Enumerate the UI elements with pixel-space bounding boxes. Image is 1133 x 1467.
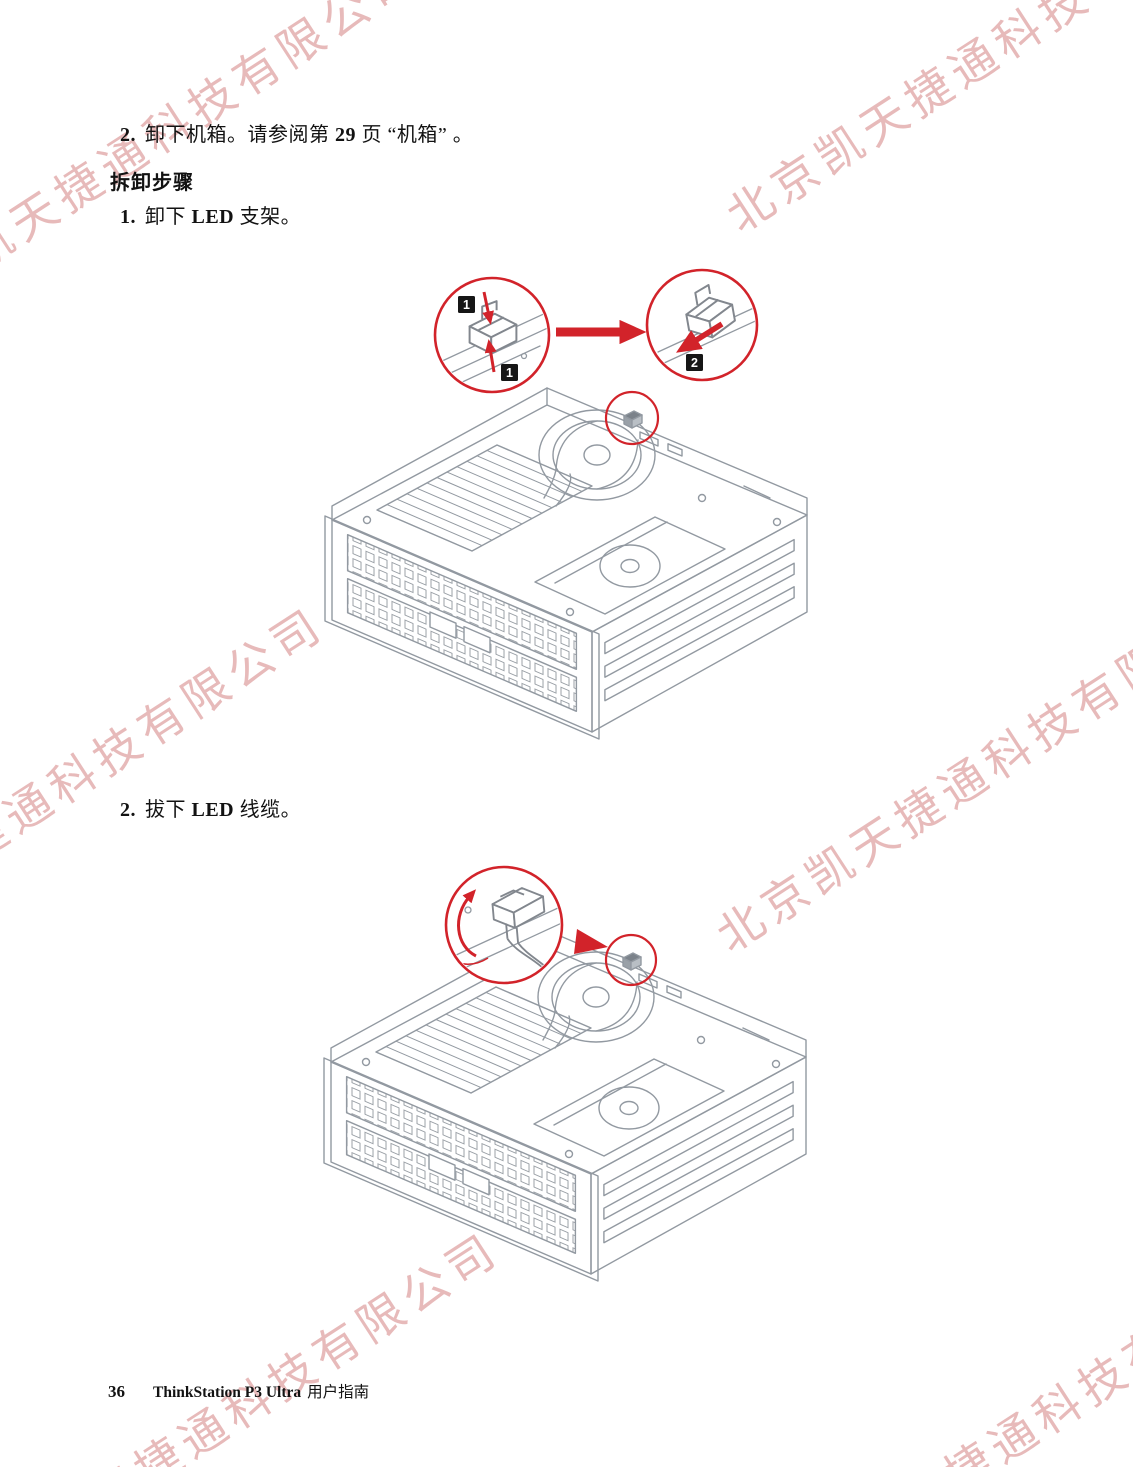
step-text-em: LED: [191, 799, 235, 821]
step-number: 2.: [120, 799, 136, 821]
step-remove-led-bracket: 1. 卸下 LED 支架。: [120, 200, 301, 229]
step-text: 线缆。: [234, 799, 302, 821]
callout-press-content: [439, 291, 547, 385]
workstation-illustration: [323, 929, 807, 1282]
page-number: 36: [108, 1382, 125, 1401]
step-text: 支架。: [234, 206, 302, 228]
step-badge-1: 1: [458, 296, 475, 313]
part-location-ring: [604, 390, 660, 446]
watermark-text: 北京凯天捷通科技有限公司: [717, 0, 1133, 243]
step-text: 拔下: [145, 799, 192, 821]
svg-text:1: 1: [463, 298, 470, 312]
svg-text:1: 1: [506, 366, 513, 380]
figure-led-bracket-removal: 1 1 2: [324, 268, 808, 740]
page-footer: 36 ThinkStation P3 Ultra 用户指南: [108, 1380, 369, 1402]
press-arrow-up: [484, 339, 497, 373]
step-number: 2.: [120, 124, 136, 146]
step-number: 1.: [120, 206, 136, 228]
svg-text:2: 2: [691, 356, 698, 370]
step-badge-1: 1: [501, 364, 518, 381]
page-reference: 29: [335, 124, 356, 146]
callout-slide-content: [657, 280, 755, 365]
step-text-em: LED: [191, 206, 235, 228]
step-text: 页 “机箱” 。: [356, 124, 474, 146]
step-unplug-led-cable: 2. 拔下 LED 线缆。: [120, 793, 301, 822]
step-text: 卸下: [145, 206, 192, 228]
step-remove-chassis: 2. 卸下机箱。请参阅第 29 页 “机箱” 。: [120, 118, 473, 147]
section-heading: 拆卸步骤: [110, 172, 194, 194]
slide-arrow: [676, 321, 724, 353]
part-location-ring: [604, 933, 658, 987]
workstation-illustration: [324, 387, 808, 740]
watermark-text: 北京凯天捷通科技有限公司: [0, 597, 335, 988]
callout-circle-unplug: [444, 865, 564, 985]
footer-doc-title: 用户指南: [307, 1384, 370, 1401]
figure-led-cable-unplug: [323, 865, 807, 1282]
step-text: 卸下机箱。请参阅第: [145, 124, 335, 146]
step-badge-2: 2: [686, 354, 703, 371]
unplug-curved-arrow: [457, 889, 477, 958]
callout-unplug-content: [453, 885, 560, 980]
press-arrow-down: [482, 291, 494, 325]
pointer-triangle: [574, 929, 608, 954]
footer-product-name: ThinkStation P3 Ultra: [153, 1384, 302, 1401]
